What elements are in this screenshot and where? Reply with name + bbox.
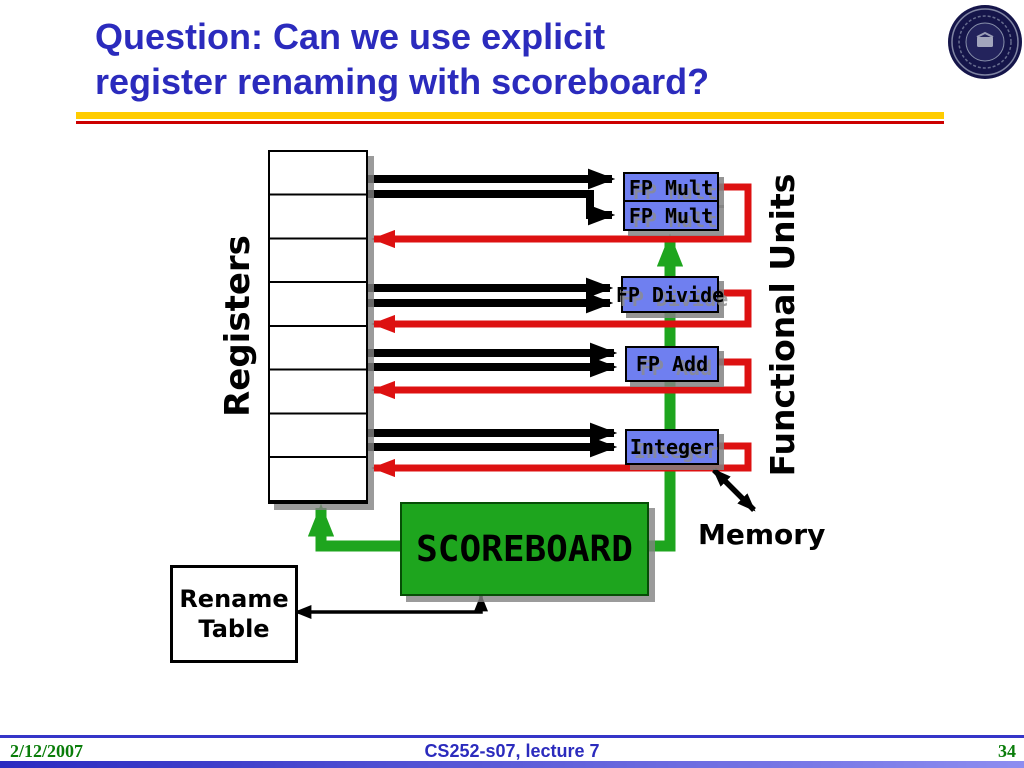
black-link-integer-memory bbox=[712, 468, 756, 512]
footer-bottom-bar bbox=[0, 761, 1024, 768]
black-link-renametable-scoreboard bbox=[293, 593, 488, 619]
scoreboard-box: SCOREBOARD bbox=[400, 502, 649, 596]
title-underline-gold bbox=[76, 112, 944, 119]
footer-page-number: 34 bbox=[998, 741, 1016, 761]
memory-label: Memory bbox=[698, 518, 826, 551]
fu-box-fp-add: FP Add bbox=[625, 346, 719, 382]
green-arrow-scoreboard-to-registers bbox=[307, 503, 402, 552]
red-bus-fpdivide-to-registers bbox=[371, 289, 752, 334]
footer-date: 2/12/2007 bbox=[10, 741, 84, 761]
page-title-line2: register renaming with scoreboard? bbox=[95, 61, 710, 102]
register-file-box bbox=[268, 150, 368, 504]
red-bus-integer-to-registers bbox=[371, 442, 752, 478]
green-arrow-scoreboard-to-units bbox=[643, 233, 684, 552]
red-bus-fpmult-to-registers bbox=[371, 183, 752, 249]
red-bus-fpadd-to-registers bbox=[371, 358, 752, 400]
page-title: Question: Can we use explicit register r… bbox=[95, 14, 935, 104]
rename-table-label-line1: Rename bbox=[179, 585, 289, 613]
fu-box-fp-mult-1: FP Mult bbox=[623, 172, 719, 203]
fu-box-fp-divide: FP Divide bbox=[616, 276, 724, 313]
title-underline-red bbox=[76, 121, 944, 124]
seal-rays-icon bbox=[976, 31, 994, 38]
fu-box-integer: Integer bbox=[625, 429, 719, 465]
black-bus-registers-to-fpmult2 bbox=[366, 190, 616, 226]
rename-table-label-line2: Table bbox=[198, 615, 270, 643]
footer-divider-line bbox=[0, 735, 1024, 738]
page-title-line1: Question: Can we use explicit bbox=[95, 16, 606, 57]
registers-label: Registers bbox=[218, 235, 258, 417]
footer-course-title: CS252-s07, lecture 7 bbox=[424, 741, 600, 761]
university-seal-logo bbox=[948, 5, 1022, 79]
seal-ring bbox=[951, 8, 1019, 76]
functional-units-label: Functional Units bbox=[763, 173, 802, 477]
seal-text-ring bbox=[958, 15, 1012, 69]
fu-box-fp-mult-2: FP Mult bbox=[623, 200, 719, 231]
seal-book-icon bbox=[977, 37, 993, 47]
rename-table-box: Rename Table bbox=[170, 565, 298, 663]
